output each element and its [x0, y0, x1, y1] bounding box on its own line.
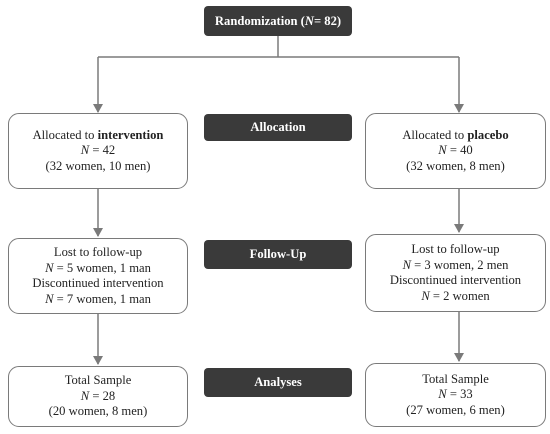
- intervention-composition: (32 women, 10 men): [45, 158, 151, 173]
- stage-analyses-label: Analyses: [254, 375, 302, 389]
- placebo-followup-box: Lost to follow-up N = 3 women, 2 men Dis…: [365, 234, 546, 312]
- n-symbol: N: [438, 143, 447, 158]
- stage-followup-label: Follow-Up: [249, 247, 307, 261]
- stage-allocation: Allocation: [204, 114, 352, 141]
- placebo-discontinued-label: Discontinued intervention: [389, 273, 522, 287]
- intervention-n-line: N = 42: [81, 143, 115, 159]
- placebo-total-label: Total Sample: [422, 371, 489, 386]
- intervention-n-value: = 42: [89, 143, 116, 158]
- intervention-lost-label: Lost to follow-up: [53, 245, 143, 259]
- randomization-box: Randomization (N= 82): [204, 6, 352, 36]
- placebo-lost-label: Lost to follow-up: [411, 242, 500, 256]
- stage-analyses: Analyses: [204, 368, 352, 397]
- placebo-allocation-box: Allocated to placebo N = 40 (32 women, 8…: [365, 113, 546, 189]
- placebo-lost-value: = 3 women, 2 men: [411, 257, 509, 272]
- n-symbol: N: [45, 260, 54, 275]
- placebo-total-value: = 33: [446, 387, 473, 402]
- placebo-total-line: N = 33: [438, 387, 472, 403]
- intervention-lost-value: = 5 women, 1 man: [53, 260, 151, 275]
- placebo-analyses-box: Total Sample N = 33 (27 women, 6 men): [365, 363, 546, 427]
- n-symbol: N: [45, 291, 54, 306]
- intervention-lost-line: N = 5 women, 1 man: [45, 261, 151, 277]
- n-symbol: N: [402, 257, 412, 272]
- stage-allocation-label: Allocation: [250, 120, 306, 134]
- n-symbol: N: [80, 143, 90, 158]
- placebo-n-value: = 40: [446, 143, 473, 158]
- intervention-discontinued-value: = 7 women, 1 man: [53, 291, 151, 306]
- placebo-n-line: N = 40: [438, 143, 472, 159]
- placebo-discontinued-value: = 2 women: [429, 288, 490, 303]
- randomization-value: = 82): [313, 13, 342, 28]
- randomization-text: Randomization (: [214, 13, 305, 28]
- intervention-allocated-prefix: Allocated to: [32, 127, 98, 142]
- n-symbol: N: [421, 288, 430, 303]
- n-symbol: N: [438, 387, 447, 402]
- randomization-n-symbol: N: [304, 13, 314, 28]
- stage-followup: Follow-Up: [204, 240, 352, 269]
- placebo-discontinued-line: N = 2 women: [421, 289, 489, 305]
- placebo-composition: (32 women, 8 men): [406, 158, 505, 173]
- intervention-total-line: N = 28: [81, 389, 115, 405]
- intervention-discontinued-label: Discontinued intervention: [32, 276, 164, 290]
- placebo-group-name: placebo: [467, 127, 509, 142]
- intervention-allocated-line: Allocated to intervention: [33, 128, 164, 144]
- n-symbol: N: [80, 388, 90, 403]
- placebo-allocated-prefix: Allocated to: [402, 127, 468, 142]
- randomization-label: Randomization (N= 82): [215, 14, 341, 29]
- intervention-analyses-box: Total Sample N = 28 (20 women, 8 men): [8, 366, 188, 427]
- placebo-lost-line: N = 3 women, 2 men: [403, 258, 509, 274]
- intervention-group-name: intervention: [97, 127, 164, 142]
- placebo-total-composition: (27 women, 6 men): [406, 402, 505, 417]
- intervention-total-value: = 28: [89, 388, 116, 403]
- placebo-allocated-line: Allocated to placebo: [402, 128, 508, 144]
- intervention-total-composition: (20 women, 8 men): [48, 404, 148, 419]
- intervention-total-label: Total Sample: [64, 373, 132, 388]
- intervention-allocation-box: Allocated to intervention N = 42 (32 wom…: [8, 113, 188, 189]
- intervention-discontinued-line: N = 7 women, 1 man: [45, 292, 151, 308]
- intervention-followup-box: Lost to follow-up N = 5 women, 1 man Dis…: [8, 238, 188, 314]
